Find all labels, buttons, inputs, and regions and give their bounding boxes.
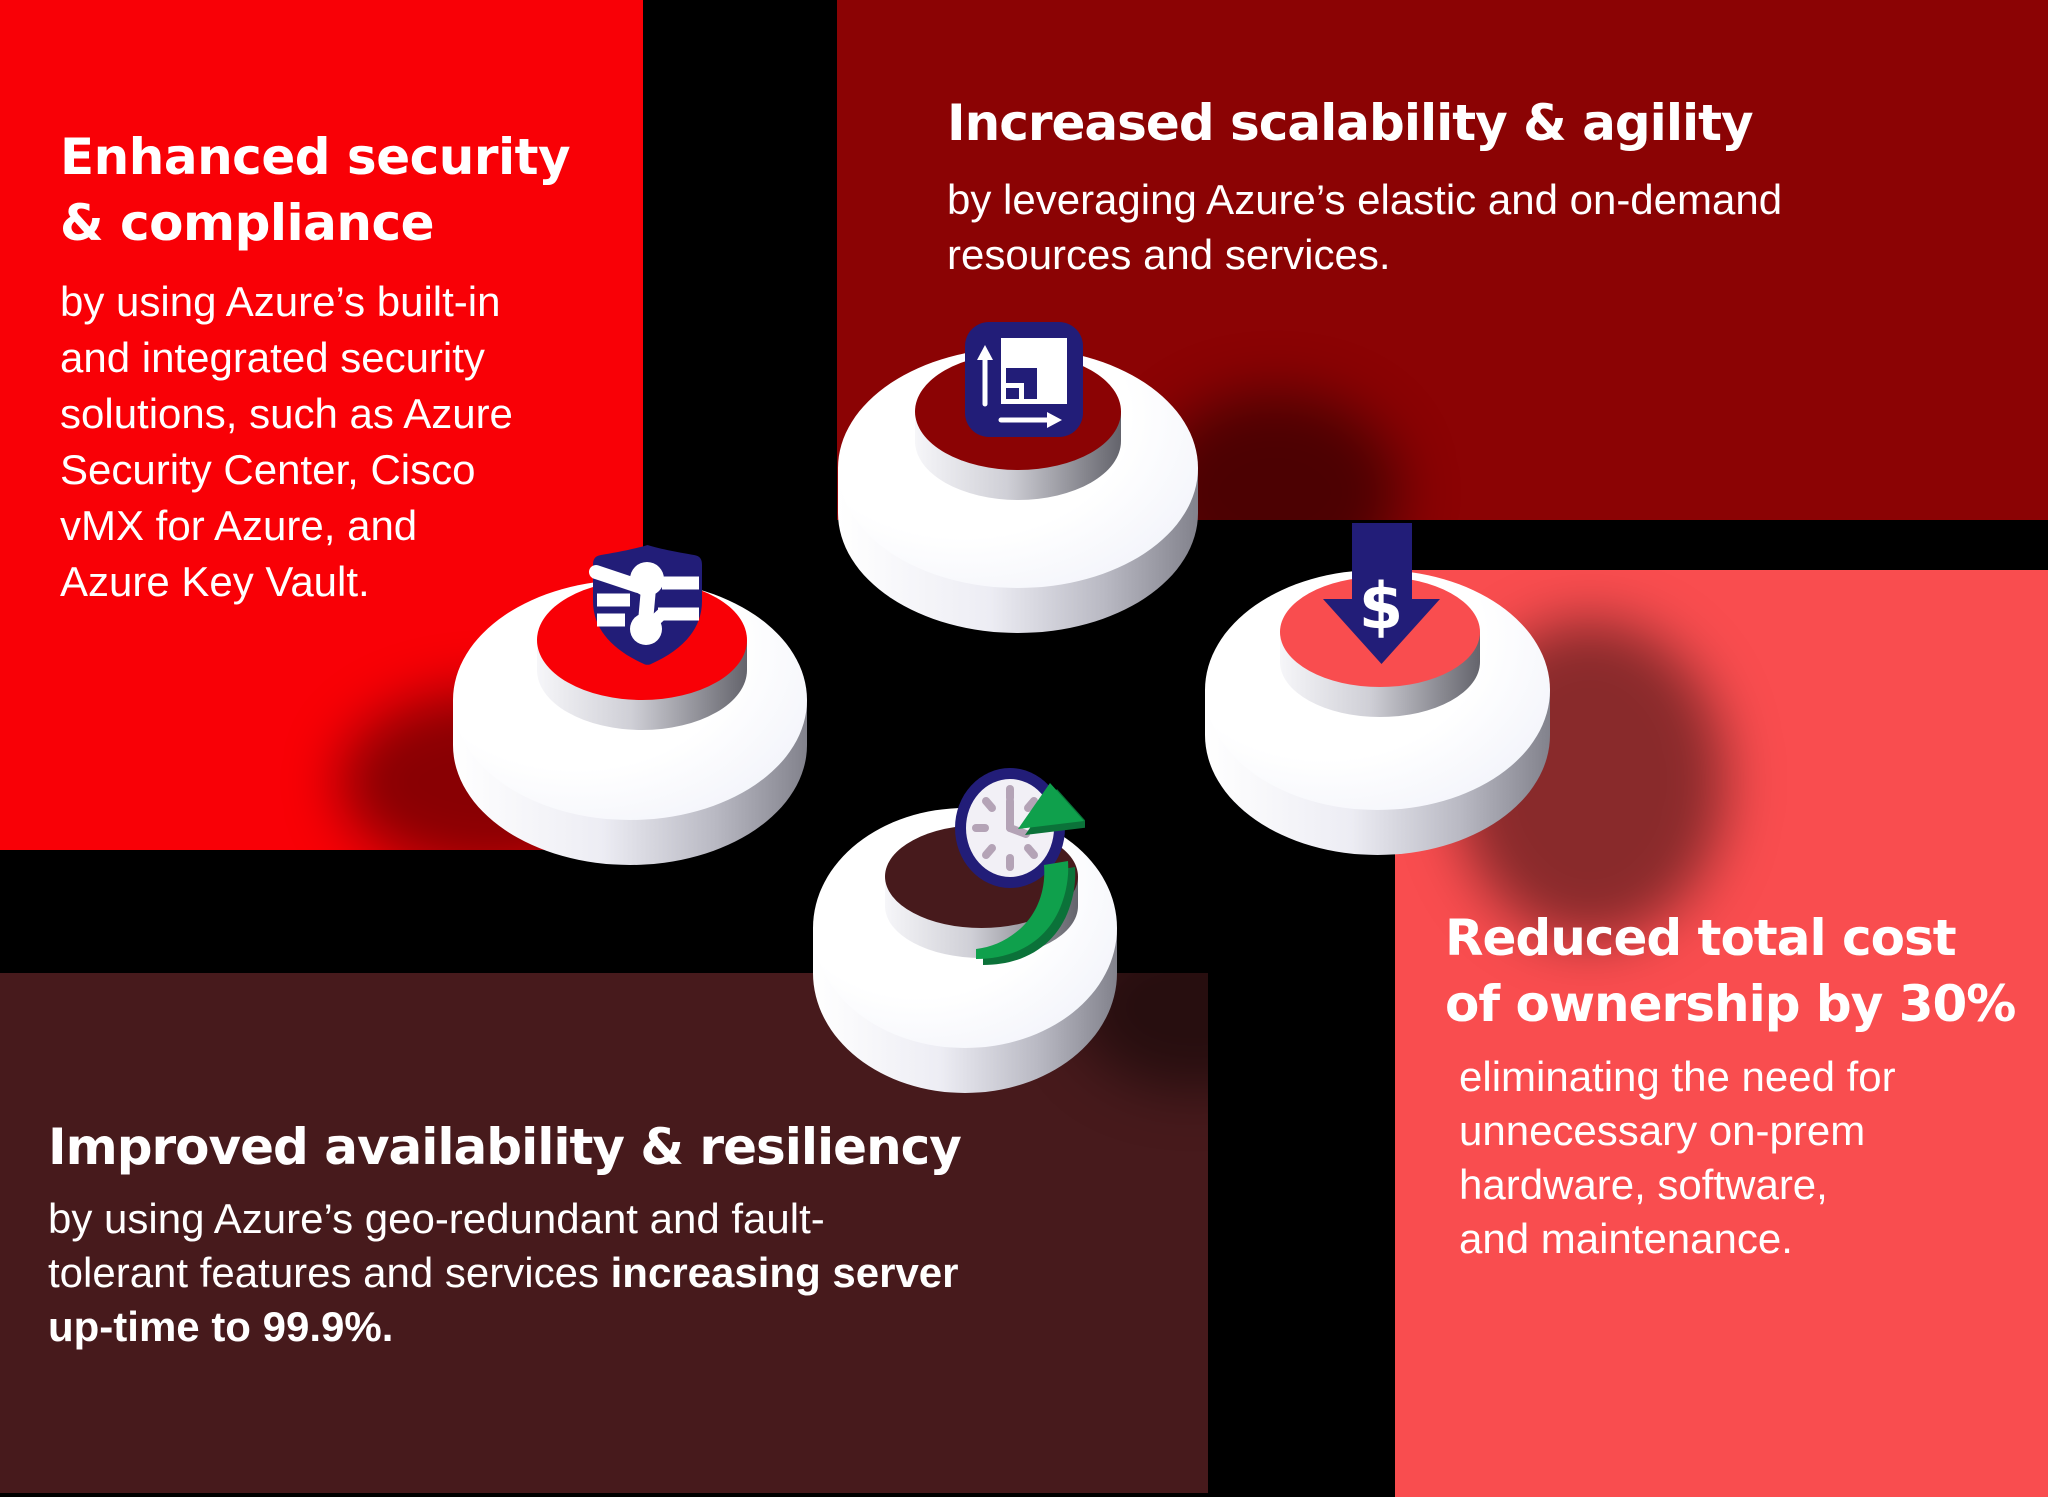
- improved-body: by using Azure’s geo-redundant and fault…: [48, 1192, 959, 1354]
- increased-body-line: by leveraging Azure’s elastic and on-dem…: [947, 176, 1783, 223]
- enhanced-title-line1: Enhanced security: [60, 128, 571, 186]
- reduced-body: eliminating the need for unnecessary on-…: [1459, 1050, 1896, 1266]
- dollar-sign-glyph: $: [1359, 571, 1404, 645]
- improved-body-bold: up-time to 99.9%.: [48, 1303, 394, 1350]
- reduced-body-line: hardware, software,: [1459, 1161, 1828, 1208]
- enhanced-body-line: Security Center, Cisco: [60, 446, 476, 493]
- enhanced-body: by using Azure’s built-in and integrated…: [60, 274, 513, 610]
- increased-body: by leveraging Azure’s elastic and on-dem…: [947, 172, 1782, 282]
- improved-title: Improved availability & resiliency: [48, 1118, 962, 1176]
- enhanced-body-line: and integrated security: [60, 334, 485, 381]
- increased-body-line: resources and services.: [947, 231, 1391, 278]
- clock-uptime-arrow-icon: [955, 768, 1085, 965]
- dollar-down-arrow-icon: $: [1323, 523, 1440, 664]
- improved-body-line: tolerant features and services: [48, 1249, 611, 1296]
- improved-body-line: by using Azure’s geo-redundant and fault…: [48, 1195, 825, 1242]
- enhanced-body-line: vMX for Azure, and: [60, 502, 418, 549]
- scale-resize-icon: [965, 322, 1083, 437]
- reduced-title: Reduced total cost of ownership by 30%: [1445, 909, 2016, 1033]
- enhanced-body-line: by using Azure’s built-in: [60, 278, 501, 325]
- enhanced-title-line2: & compliance: [60, 194, 435, 252]
- enhanced-title: Enhanced security & compliance: [60, 124, 571, 256]
- reduced-body-line: unnecessary on-prem: [1459, 1107, 1866, 1154]
- improved-body-bold: increasing server: [610, 1249, 959, 1296]
- enhanced-body-line: solutions, such as Azure: [60, 390, 513, 437]
- shield-circuit-icon: [589, 545, 702, 665]
- enhanced-body-line: Azure Key Vault.: [60, 558, 370, 605]
- increased-title: Increased scalability & agility: [947, 94, 1754, 152]
- reduced-body-line: and maintenance.: [1459, 1215, 1793, 1262]
- reduced-body-line: eliminating the need for: [1459, 1053, 1896, 1100]
